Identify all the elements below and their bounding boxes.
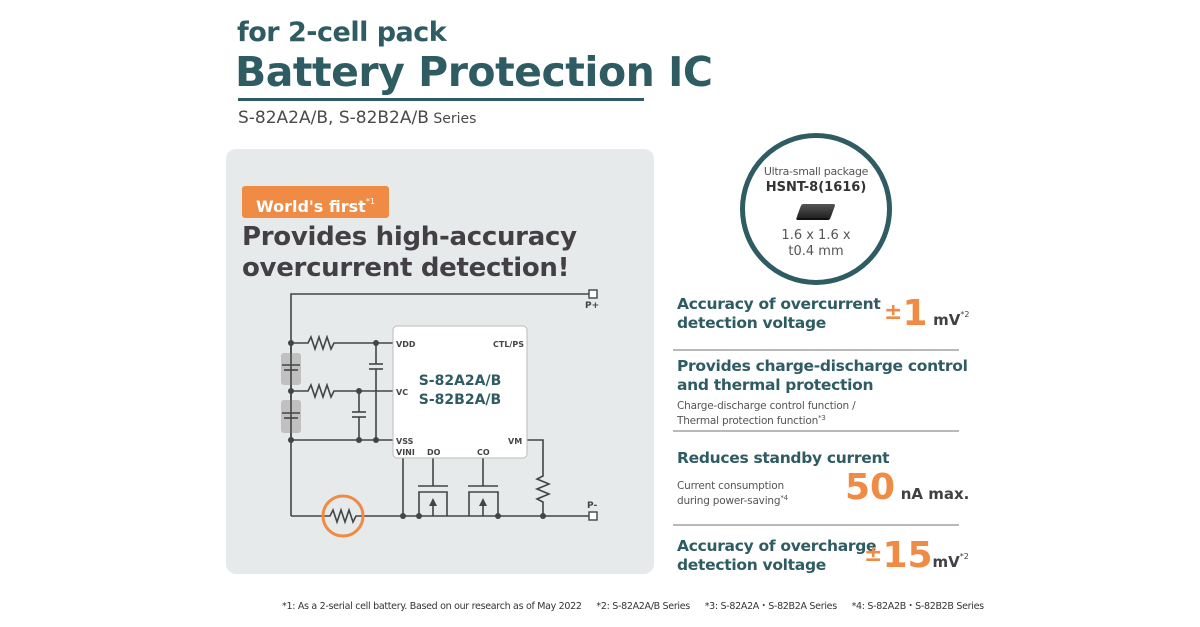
pin-vc: VC — [396, 388, 408, 397]
value-footnote: *2 — [960, 310, 970, 319]
feature-standby-sub: Current consumption during power-saving*… — [677, 480, 788, 507]
page-title: Battery Protection IC — [235, 48, 713, 96]
feature-3-sub-1: Current consumption — [677, 480, 784, 492]
terminal-p-minus: P- — [587, 501, 597, 511]
footnote-1: *1: As a 2-serial cell battery. Based on… — [282, 601, 582, 612]
pin-do: DO — [427, 448, 441, 457]
pin-vdd: VDD — [396, 340, 416, 349]
feature-2-sub-1: Charge-discharge control function / — [677, 400, 856, 412]
pin-vm: VM — [508, 437, 522, 446]
feature-4-line-1: Accuracy of overcharge — [677, 537, 877, 555]
package-label: Ultra-small package — [763, 165, 869, 178]
value-unit: mV — [933, 311, 961, 329]
headline-line-1: Provides high-accuracy — [242, 222, 577, 252]
series-suffix: Series — [428, 111, 477, 127]
feature-standby-title: Reduces standby current — [677, 449, 890, 467]
value-unit: mV — [932, 553, 960, 571]
worlds-first-badge: World's first*1 — [242, 186, 389, 218]
feature-3-sub-2: during power-saving — [677, 495, 781, 507]
feature-overcurrent-title: Accuracy of overcurrent detection voltag… — [677, 295, 881, 333]
value-unit: nA max. — [900, 485, 970, 503]
footnote-3: *3: S-82A2A・S-82B2A Series — [704, 601, 837, 612]
headline-line-2: overcurrent detection! — [242, 253, 570, 283]
package-dims-2: t0.4 mm — [788, 244, 844, 259]
value-footnote: *2 — [959, 552, 969, 561]
feature-overcharge-value: ±15mV*2 — [864, 535, 969, 576]
value-number: 1 — [902, 293, 928, 334]
feature-1-line-2: detection voltage — [677, 314, 826, 332]
pin-vss: VSS — [396, 437, 414, 446]
feature-1-line-1: Accuracy of overcurrent — [677, 295, 881, 313]
feature-2-sub-2: Thermal protection function — [677, 415, 819, 427]
feature-control-title: Provides charge-discharge control and th… — [677, 357, 968, 395]
series-label: S-82A2A/B, S-82B2A/B Series — [238, 108, 476, 128]
feature-2-line-1: Provides charge-discharge control — [677, 357, 968, 375]
value-number: 50 — [845, 467, 896, 508]
ic-name-line-1: S-82A2A/B — [419, 373, 502, 389]
circuit-diagram: VDD VC VSS VINI DO CO VM CTL/PS P+ P- S-… — [281, 289, 599, 538]
divider — [673, 430, 959, 432]
chip-icon — [796, 204, 836, 218]
feature-control-sub: Charge-discharge control function / Ther… — [677, 400, 856, 427]
badge-text: World's first — [256, 197, 366, 216]
divider — [673, 524, 959, 526]
feature-standby-value: 50 nA max. — [845, 467, 969, 508]
feature-overcharge-title: Accuracy of overcharge detection voltage — [677, 537, 877, 575]
footnote-2: *2: S-82A2A/B Series — [596, 601, 690, 612]
feature-2-footnote: *3 — [818, 414, 826, 422]
value-number: 15 — [882, 535, 933, 576]
divider — [673, 349, 959, 351]
feature-3-footnote: *4 — [780, 494, 788, 502]
hero-headline: Provides high-accuracy overcurrent detec… — [242, 222, 577, 284]
terminal-p-plus: P+ — [585, 301, 599, 311]
package-dims-1: 1.6 x 1.6 x — [781, 228, 851, 243]
pin-vini: VINI — [396, 448, 415, 457]
plus-minus: ± — [864, 542, 883, 567]
pin-ctl-ps: CTL/PS — [493, 340, 524, 349]
feature-2-line-2: and thermal protection — [677, 376, 874, 394]
title-underline — [238, 98, 644, 101]
feature-4-line-2: detection voltage — [677, 556, 826, 574]
package-name: HSNT-8(1616) — [765, 180, 867, 195]
ic-name-line-2: S-82B2A/B — [419, 392, 501, 408]
feature-overcurrent-value: ±1 mV*2 — [884, 293, 969, 334]
series-names: S-82A2A/B, S-82B2A/B — [238, 108, 429, 128]
pin-co: CO — [477, 448, 490, 457]
subtitle: for 2-cell pack — [237, 17, 447, 48]
footnotes: *1: As a 2-serial cell battery. Based on… — [282, 598, 996, 612]
badge-footnote: *1 — [365, 197, 375, 206]
plus-minus: ± — [884, 300, 903, 325]
package-badge: Ultra-small package HSNT-8(1616) 1.6 x 1… — [740, 133, 892, 285]
footnote-4: *4: S-82A2B・S-82B2B Series — [851, 601, 984, 612]
